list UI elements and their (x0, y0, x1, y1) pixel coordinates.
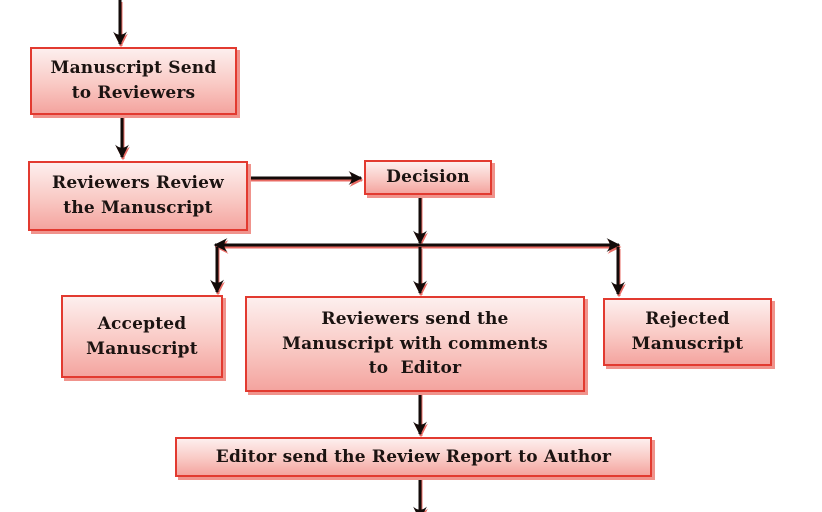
node-accepted-label: Accepted Manuscript (86, 313, 198, 359)
node-editor-send-review-report: Editor send the Review Report to Author (175, 437, 652, 477)
node-manuscript-send-to-reviewers: Manuscript Send to Reviewers (30, 47, 237, 115)
node-reviewers-send-comments-to-editor: Reviewers send the Manuscript with comme… (245, 296, 585, 392)
node-reviewers-review-label: Reviewers Review the Manuscript (52, 173, 224, 218)
node-decision-label: Decision (386, 167, 470, 188)
node-rejected-manuscript: Rejected Manuscript (603, 298, 772, 366)
node-rejected-label: Rejected Manuscript (631, 309, 744, 354)
node-reviewers-review-manuscript: Reviewers Review the Manuscript (28, 161, 248, 231)
node-reviewers-send-label: Reviewers send the Manuscript with comme… (282, 309, 548, 379)
node-manuscript-send-label: Manuscript Send to Reviewers (50, 58, 217, 103)
node-editor-report-label: Editor send the Review Report to Author (215, 446, 612, 467)
node-decision: Decision (364, 160, 492, 195)
node-accepted-manuscript: Accepted Manuscript (61, 295, 223, 378)
